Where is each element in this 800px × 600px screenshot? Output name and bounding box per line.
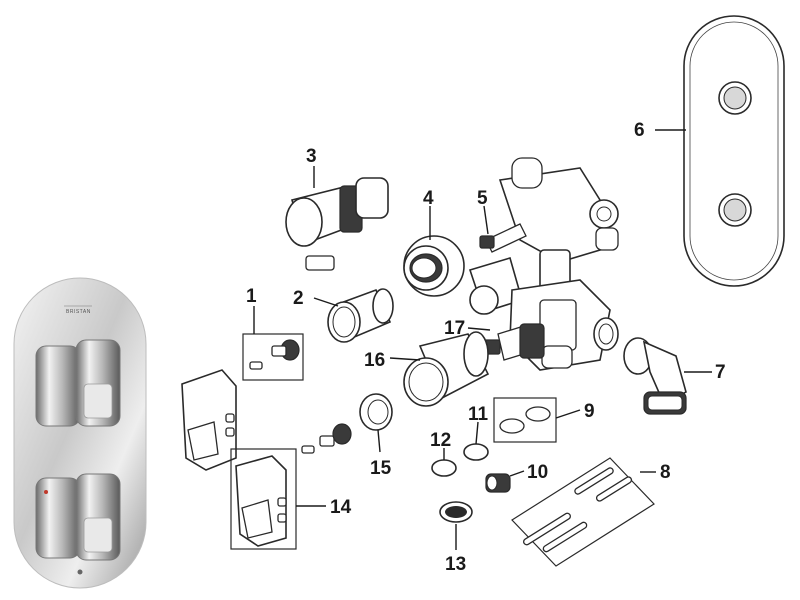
adaptor-kit-part-1	[242, 333, 304, 381]
washers-part-9	[493, 397, 557, 443]
sleeve-part-2	[327, 288, 394, 343]
callout-5: 5	[477, 188, 488, 209]
callout-4: 4	[423, 188, 434, 209]
callout-16: 16	[364, 350, 385, 371]
cartridge-part-17	[483, 323, 545, 361]
wall-outlet-part-3	[285, 177, 389, 271]
callout-2: 2	[293, 288, 304, 309]
filter-part-13	[439, 501, 473, 523]
callout-7: 7	[715, 362, 726, 383]
shower-valve-photo: BRISTAN	[13, 277, 147, 589]
handle-loose	[181, 369, 237, 471]
callout-3: 3	[306, 146, 317, 167]
callout-13: 13	[445, 554, 466, 575]
elbow-part-7	[623, 337, 687, 415]
callout-14: 14	[330, 497, 352, 518]
callout-17: 17	[444, 318, 465, 339]
screws-part-8	[511, 457, 655, 567]
sleeve-part-16	[403, 331, 490, 407]
brand-text: BRISTAN	[66, 309, 91, 315]
cap-part-11	[463, 443, 489, 461]
callout-11: 11	[468, 404, 489, 425]
callout-9: 9	[584, 401, 595, 422]
flange-part-4	[403, 235, 465, 297]
screw-adaptor	[301, 423, 352, 454]
callout-labels: 1 2 3 4 5 6 7 8 9 10 11 12 13 14 15 16 1…	[246, 120, 726, 575]
spindle-part-5	[479, 223, 527, 253]
callout-8: 8	[660, 462, 671, 483]
leader-lines	[253, 129, 712, 550]
callout-10: 10	[527, 462, 548, 483]
ring-part-15	[359, 393, 393, 431]
callout-12: 12	[430, 430, 451, 451]
callout-1: 1	[246, 286, 257, 307]
faceplate-part-6	[683, 15, 785, 287]
callout-6: 6	[634, 120, 645, 141]
check-valve-part-10	[485, 473, 511, 493]
cap-part-12	[431, 459, 457, 477]
callout-15: 15	[370, 458, 392, 479]
handle-kit-part-14	[230, 448, 297, 550]
